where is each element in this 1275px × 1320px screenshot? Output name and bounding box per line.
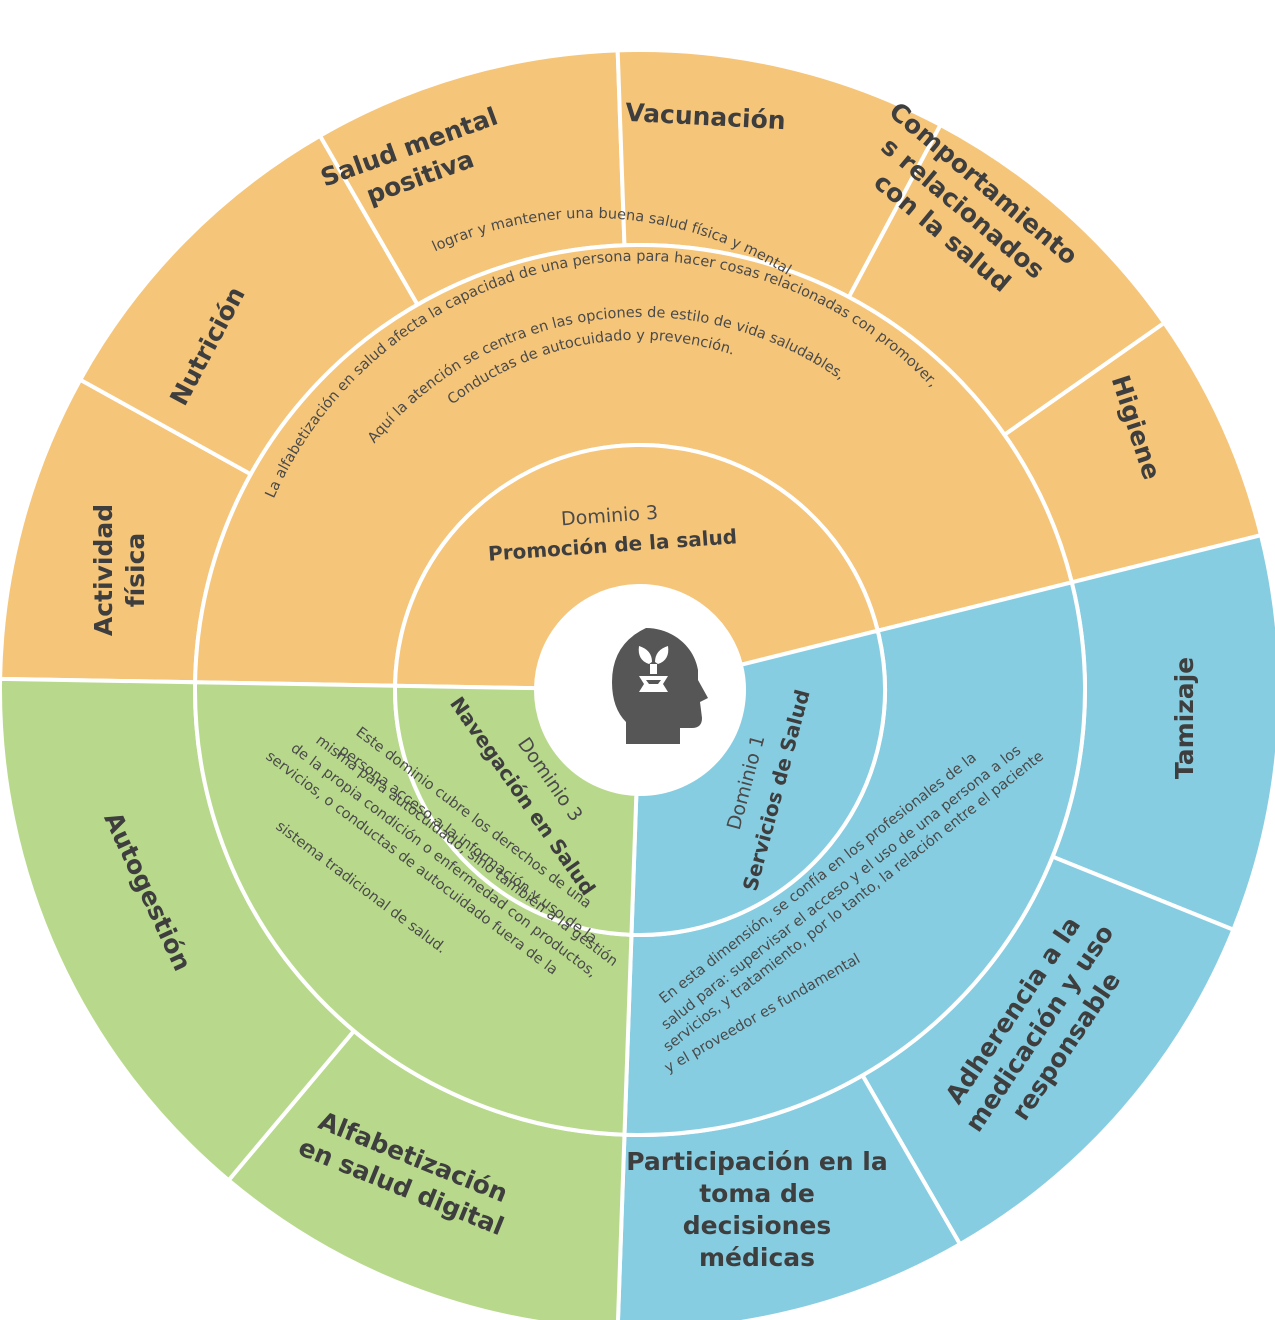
outer-ring <box>0 48 1275 1320</box>
middle-ring <box>193 243 1087 1137</box>
head-with-sprout-icon <box>612 628 708 744</box>
label-tamizaje: Tamizaje <box>1170 657 1199 779</box>
